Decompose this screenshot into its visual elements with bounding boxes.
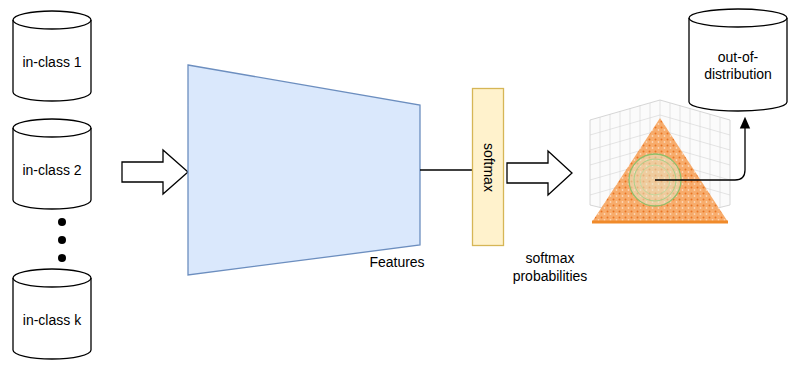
simplex-plot bbox=[590, 100, 730, 222]
features-label: Features bbox=[352, 254, 442, 272]
data-cylinder: out-of-distribution bbox=[688, 8, 788, 112]
feature-line bbox=[420, 169, 472, 170]
data-cylinder: in-class 1 bbox=[12, 10, 92, 102]
ellipsis-dots bbox=[58, 218, 66, 262]
ood-arrow bbox=[655, 122, 745, 180]
node-label: out-of-distribution bbox=[688, 49, 788, 83]
softmax-box: softmax bbox=[472, 88, 504, 246]
node-label: in-class k bbox=[19, 312, 85, 329]
softmax-probabilities-label: softmax probabilities bbox=[500, 250, 600, 285]
hollow-arrow bbox=[122, 150, 188, 194]
hollow-arrow bbox=[507, 151, 572, 195]
node-label: softmax bbox=[480, 142, 497, 191]
node-label: in-class 1 bbox=[18, 54, 85, 71]
network-trapezoid bbox=[188, 65, 420, 275]
node-label: in-class 2 bbox=[18, 162, 85, 179]
data-cylinder: in-class k bbox=[12, 268, 92, 360]
data-cylinder: in-class 2 bbox=[12, 118, 92, 210]
